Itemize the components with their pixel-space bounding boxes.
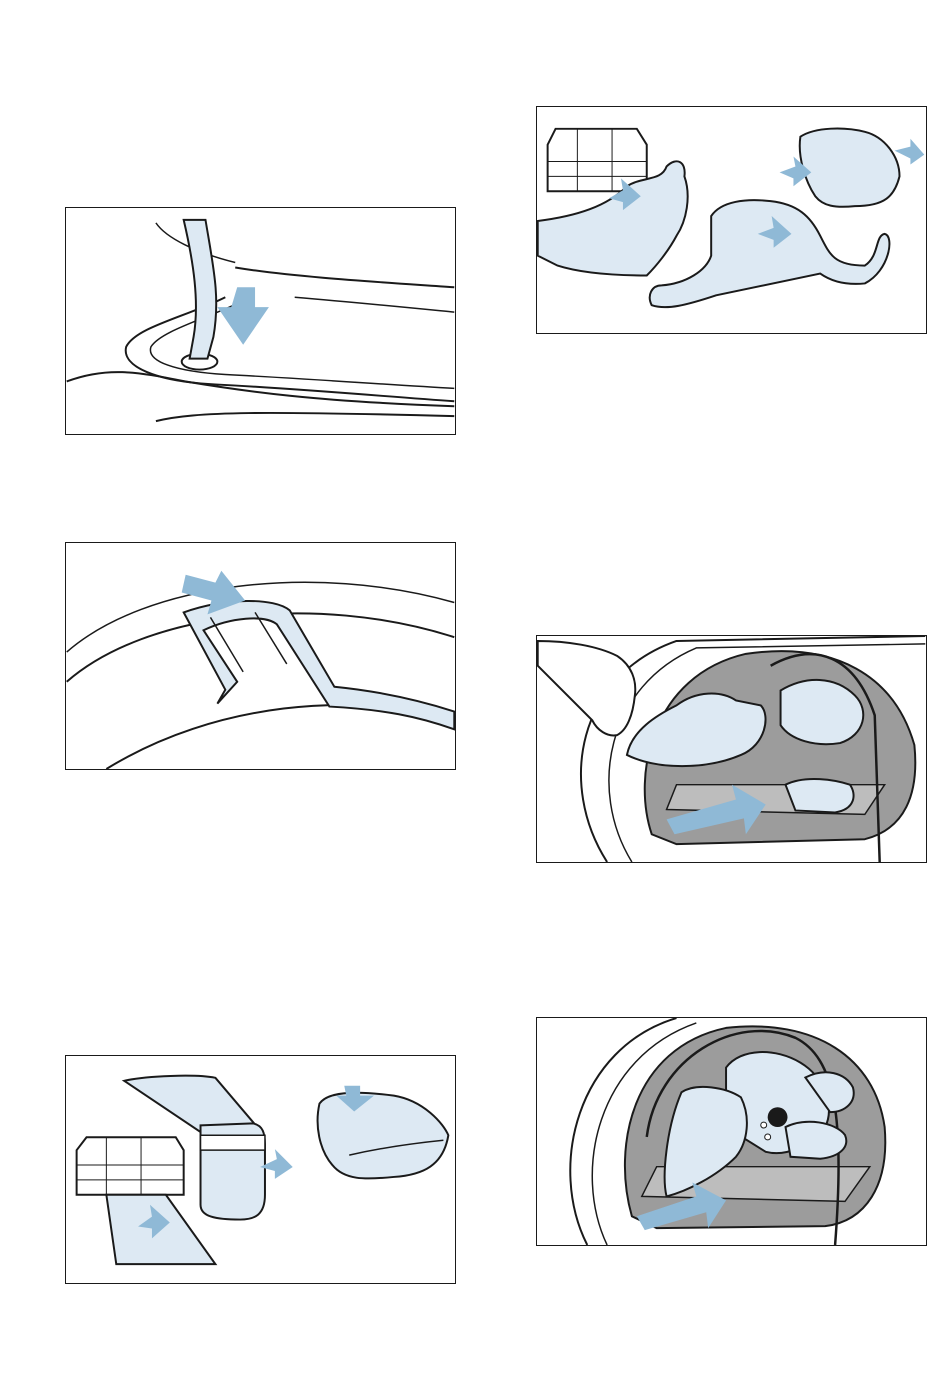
shoes-rack-illustration — [537, 636, 926, 862]
figure-hose-drain — [65, 207, 456, 435]
socks-rack-illustration — [66, 1056, 455, 1283]
toy-rack-illustration — [537, 1018, 926, 1245]
figure-rack-drum — [65, 542, 456, 770]
figure-toy-rack — [536, 1017, 927, 1246]
hose-drain-illustration — [66, 208, 455, 434]
figure-garment-rack — [536, 106, 927, 334]
rack-drum-illustration — [66, 543, 455, 769]
figure-socks-rack — [65, 1055, 456, 1284]
garment-rack-illustration — [537, 107, 926, 333]
figure-shoes-rack — [536, 635, 927, 863]
